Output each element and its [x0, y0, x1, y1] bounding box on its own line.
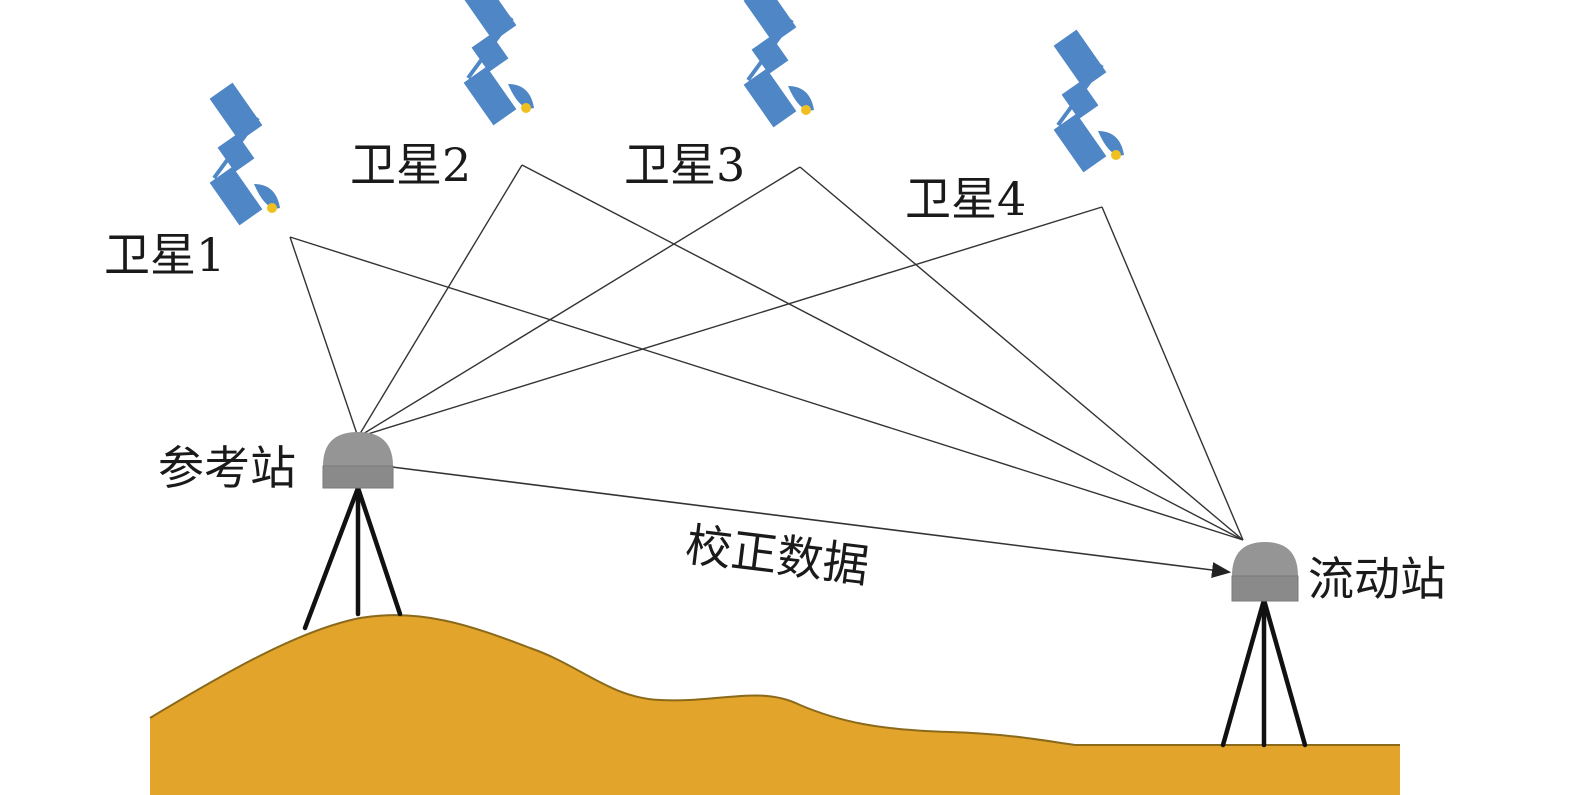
satellite-4-label: 卫星4	[905, 172, 1026, 226]
correction-data-arrow	[391, 466, 1232, 578]
satellite-2-label: 卫星2	[350, 138, 471, 192]
signal-sat4-rover	[1101, 206, 1244, 541]
correction-data-label: 校正数据	[683, 517, 872, 593]
terrain	[149, 614, 1400, 795]
signal-sat1-reference	[289, 236, 359, 438]
satellite-3-icon	[741, 0, 816, 130]
rover-station: 流动站	[1220, 542, 1446, 748]
satellite-1-label: 卫星1	[104, 228, 225, 282]
rover-station-label: 流动站	[1308, 552, 1446, 606]
signal-sat4-reference	[357, 206, 1103, 438]
signal-sat3-rover	[799, 166, 1244, 541]
signal-sat1-rover	[289, 236, 1244, 541]
reference-tripod	[302, 485, 403, 631]
satellite-3-label: 卫星3	[624, 138, 745, 192]
satellite-2-icon	[461, 0, 536, 128]
reference-receiver-icon	[322, 432, 394, 489]
satellite-1-icon	[207, 80, 282, 228]
satellite-4-icon	[1051, 27, 1126, 175]
signal-sat3-reference	[357, 166, 801, 438]
signal-lines	[289, 164, 1244, 541]
rover-tripod	[1220, 597, 1308, 748]
rover-receiver-icon	[1231, 542, 1299, 602]
signal-sat2-rover	[521, 164, 1244, 541]
reference-station: 参考站	[158, 432, 403, 631]
signal-sat2-reference	[357, 164, 523, 438]
reference-station-label: 参考站	[158, 441, 296, 495]
